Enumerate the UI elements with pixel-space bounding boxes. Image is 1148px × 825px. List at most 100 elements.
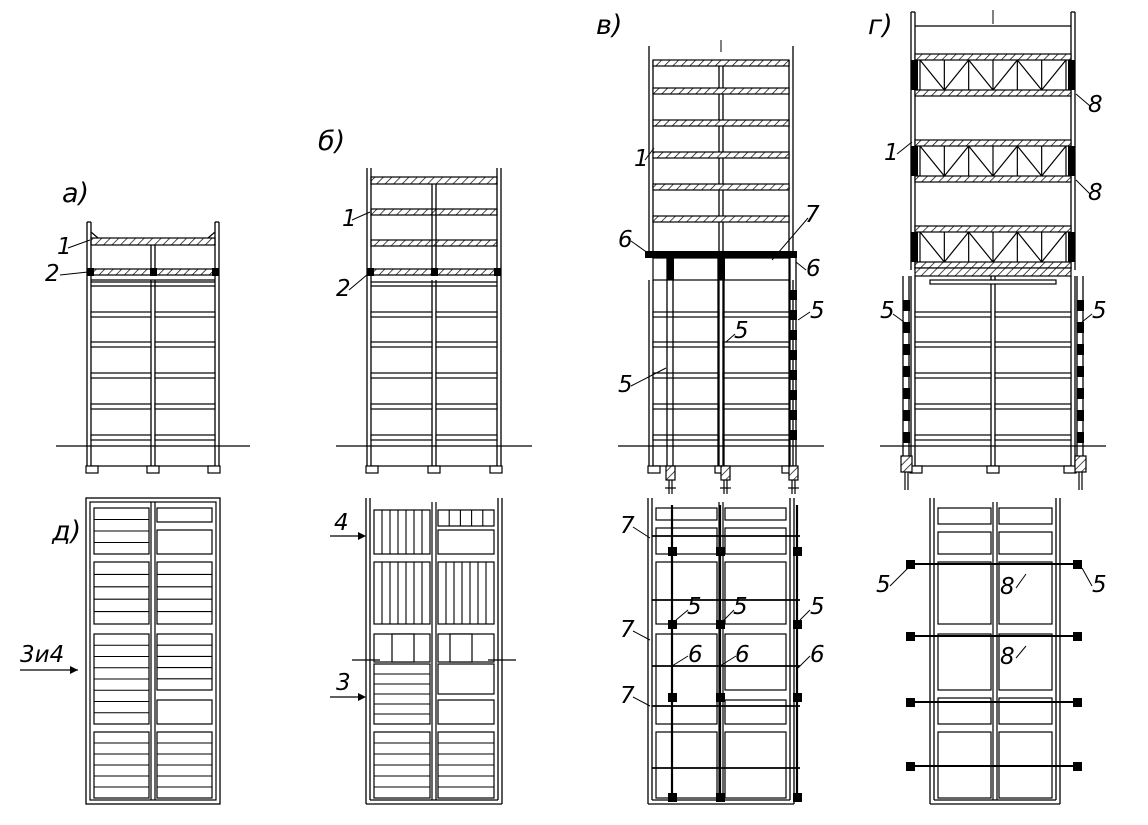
floor-slab: [370, 341, 433, 348]
frame-beam: [929, 279, 1057, 285]
floor-slab: [154, 311, 216, 318]
room-cell: [937, 561, 992, 625]
leader-line: [719, 655, 737, 667]
leader-line: [896, 141, 913, 155]
leader-line: [632, 630, 651, 641]
room-cell: [655, 561, 718, 625]
room-cell: [156, 561, 213, 625]
truss-support-node: [1073, 698, 1082, 707]
room-cell: [724, 507, 787, 521]
panel-label-d: д): [51, 516, 81, 547]
roof-edge: [207, 231, 216, 239]
floor-slab: [994, 372, 1072, 379]
truss-support-node: [906, 762, 915, 771]
truss-end-node: [1068, 232, 1075, 262]
room-cell: [373, 509, 431, 555]
leader-line: [675, 609, 689, 621]
truss-top-chord: [914, 139, 1072, 147]
truss-diagonal: [1016, 145, 1043, 177]
callout-1: 1: [884, 140, 899, 166]
plan-outline: [85, 497, 221, 805]
tower-floor-slab: [652, 87, 790, 95]
floor-slab: [435, 434, 498, 441]
footing: [85, 465, 99, 474]
pile-cap: [720, 465, 731, 481]
truss-diagonal: [992, 145, 1018, 177]
tower-floor-slab: [652, 151, 790, 159]
column-node: [668, 693, 677, 702]
callout-7: 7: [620, 683, 635, 709]
footing: [489, 465, 503, 474]
floor-slab: [994, 341, 1072, 348]
leader-line: [630, 367, 667, 387]
column-segment: [903, 322, 910, 333]
leader-line: [1015, 645, 1027, 659]
truss-top-chord: [914, 225, 1072, 233]
column-segment: [903, 388, 910, 399]
roof-edge: [90, 231, 99, 239]
callout-8: 8: [1088, 92, 1103, 118]
truss-diagonal: [1041, 59, 1067, 91]
truss-support-node: [906, 698, 915, 707]
callout-2: 2: [336, 276, 351, 302]
footing: [207, 465, 221, 474]
column-segment: [1077, 432, 1084, 443]
room-cell: [373, 561, 431, 625]
floor-slab: [914, 372, 992, 379]
truss-end-node: [911, 60, 918, 90]
callout-5: 5: [876, 572, 891, 598]
room-cell: [998, 561, 1053, 625]
floor-slab: [914, 341, 992, 348]
pile-cap: [788, 465, 799, 481]
solid-node: [431, 268, 438, 276]
callout-1: 1: [57, 234, 72, 260]
floor-slab: [90, 341, 152, 348]
floor-slab: [652, 341, 720, 348]
floor-slab: [90, 403, 152, 410]
solid-node: [718, 256, 725, 280]
callout-7: 7: [620, 617, 635, 643]
truss-diagonal: [1016, 59, 1043, 91]
callout-5: 5: [618, 372, 633, 398]
leader-line: [795, 261, 807, 271]
leader-line: [1015, 573, 1027, 589]
floor-slab: [914, 311, 992, 318]
callout-7: 7: [805, 202, 820, 228]
callout-5: 5: [687, 594, 702, 620]
footing: [986, 465, 1000, 474]
room-cell: [998, 507, 1053, 525]
callout-3: 3: [336, 670, 351, 696]
column-segment: [790, 290, 797, 300]
floor-slab: [722, 311, 790, 318]
column-node: [716, 547, 725, 556]
truss-end-node: [911, 232, 918, 262]
room-cell: [437, 561, 495, 625]
arrow-head: [358, 693, 366, 701]
callout-1: 1: [634, 146, 649, 172]
floor-slab: [90, 311, 152, 318]
column-segment: [903, 366, 910, 377]
floor-slab: [994, 434, 1072, 441]
pile-cap: [1074, 455, 1087, 473]
room-cell: [937, 507, 992, 525]
floor-slab: [914, 403, 992, 410]
truss-diagonal: [943, 59, 970, 91]
callout-2: 2: [45, 261, 60, 287]
callout-6: 6: [688, 642, 703, 668]
leader-line: [1081, 567, 1093, 587]
callout-6: 6: [618, 227, 633, 253]
truss-diagonal: [968, 59, 994, 91]
room-cell: [655, 507, 718, 521]
truss-diagonal: [1041, 145, 1067, 177]
room-cell: [998, 633, 1053, 691]
column-segment: [790, 350, 797, 360]
panel-label-v: в): [596, 10, 622, 41]
truss-support-node: [906, 632, 915, 641]
arrow-head: [358, 532, 366, 540]
room-cell: [156, 633, 213, 691]
room-cell: [156, 699, 213, 725]
panel-label-g: г): [868, 10, 893, 41]
floor-slab: [154, 372, 216, 379]
panel-label-b: б): [318, 126, 345, 157]
